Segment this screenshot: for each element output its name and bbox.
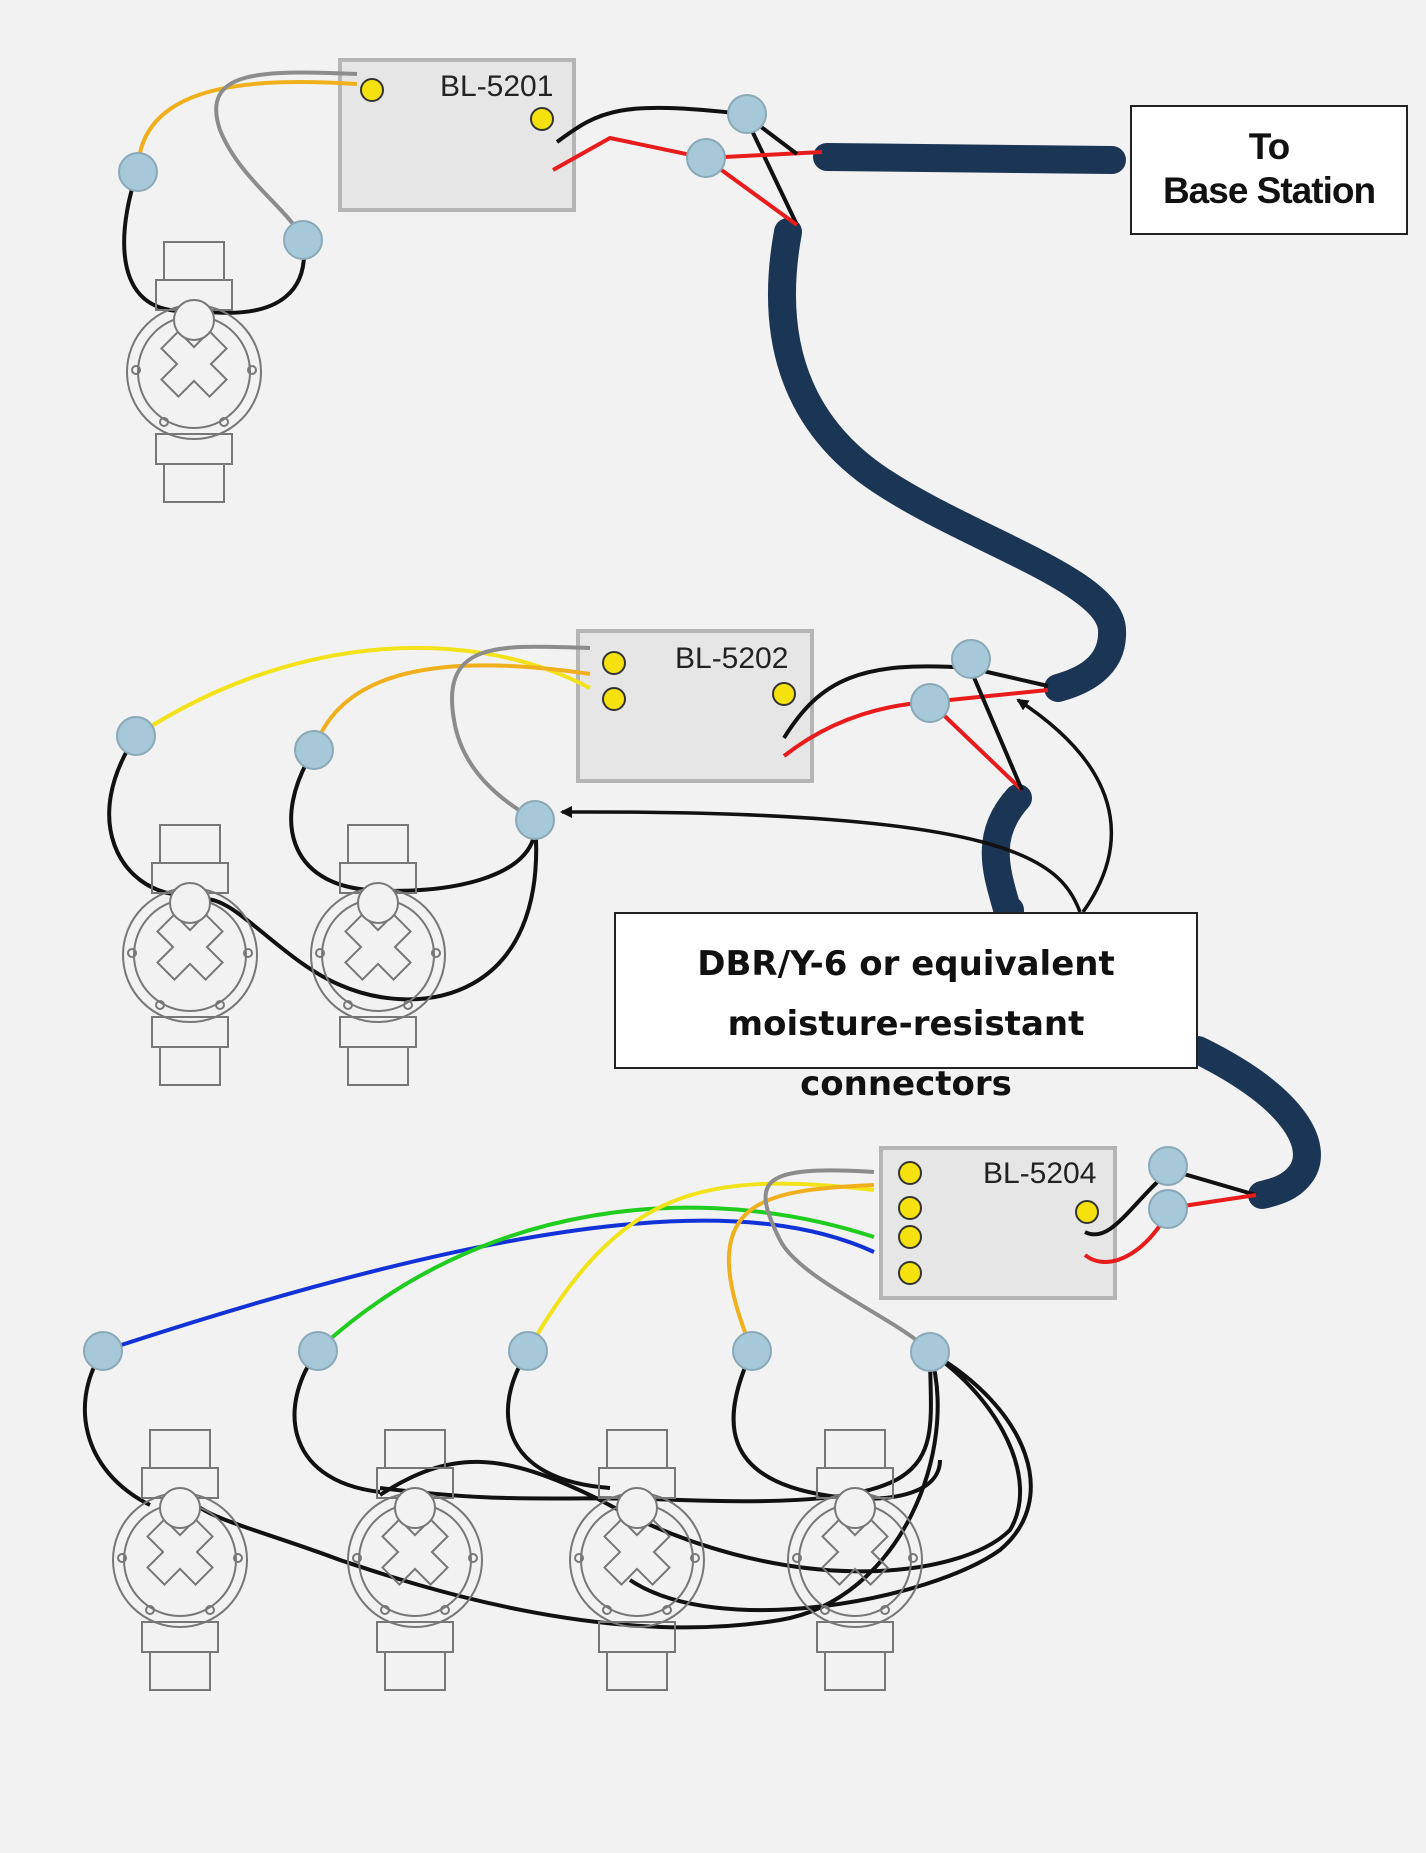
valve-icon (569, 1429, 705, 1691)
wire-connector (298, 1331, 338, 1371)
terminal-dot (898, 1196, 922, 1220)
cable-segment-2-3 (981, 784, 1032, 924)
terminal-dot (602, 651, 626, 675)
valve-icon (347, 1429, 483, 1691)
wire-connector (686, 138, 726, 178)
wire-connector (515, 800, 555, 840)
valve-icon (310, 824, 446, 1086)
wire-connector (294, 730, 334, 770)
decoder-3-wiring (82, 1167, 1257, 1630)
two-wire-cable (767, 143, 1321, 1209)
wire-connector (910, 683, 950, 723)
valve-icon (112, 1429, 248, 1691)
decoder-unit-1: BL-5201 (338, 58, 576, 212)
terminal-dot (898, 1225, 922, 1249)
wire-connector (951, 639, 991, 679)
valve-icon (787, 1429, 923, 1691)
terminal-dot (898, 1161, 922, 1185)
cable-segment-1-2 (767, 218, 1126, 702)
valve-icon (122, 824, 258, 1086)
connector-note-line-2: moisture-resistant connectors (727, 1004, 1085, 1104)
connector-note-line-1: DBR/Y-6 or equivalent (697, 944, 1115, 984)
decoder-model-label: BL-5204 (983, 1157, 1096, 1190)
base-station-label: To Base Station (1130, 105, 1408, 235)
valve-icon (126, 241, 262, 503)
decoder-model-label: BL-5202 (675, 642, 788, 675)
wire-connector (1148, 1146, 1188, 1186)
base-station-line-2: Base Station (1162, 170, 1376, 211)
cable-to-base-station (813, 143, 1126, 174)
wire-connector (118, 152, 158, 192)
wire-connector (727, 94, 767, 134)
terminal-dot (1075, 1200, 1099, 1224)
connector-callout: DBR/Y-6 or equivalent moisture-resistant… (614, 912, 1198, 1104)
wire-connector (83, 1331, 123, 1371)
wire-connector (283, 220, 323, 260)
decoder-2-wiring (107, 644, 1049, 1002)
terminal-dot (772, 682, 796, 706)
callout-arrow (560, 805, 1082, 913)
terminal-dot (530, 107, 554, 131)
wire-connector (1148, 1189, 1188, 1229)
wire-connector (508, 1331, 548, 1371)
terminal-dot (602, 687, 626, 711)
decoder-unit-3: BL-5204 (879, 1146, 1117, 1300)
wire-connector (732, 1331, 772, 1371)
terminal-dot (898, 1261, 922, 1285)
decoder-model-label: BL-5201 (440, 70, 553, 103)
wire-connector (116, 716, 156, 756)
decoder-unit-2: BL-5202 (576, 629, 814, 783)
wire-connector (910, 1332, 950, 1372)
base-station-line-1: To (1248, 126, 1290, 167)
terminal-dot (360, 78, 384, 102)
callout-arrow (1016, 698, 1114, 914)
cable-segment-2-3b (1184, 1036, 1321, 1209)
